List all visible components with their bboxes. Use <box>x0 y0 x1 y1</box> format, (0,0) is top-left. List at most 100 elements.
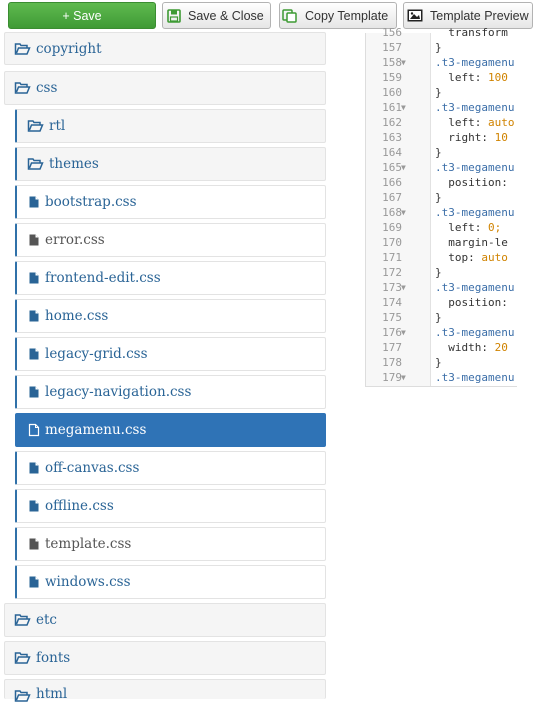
tree-file-off-canvas[interactable]: off-canvas.css <box>15 451 326 485</box>
file-icon <box>29 272 39 284</box>
tree-folder-copyright[interactable]: copyright <box>4 32 326 65</box>
code-text: .t3-megamenu <box>435 371 515 384</box>
line-number: 174 <box>382 296 402 309</box>
line-number: 166 <box>382 176 402 189</box>
tree-file-legacy-grid[interactable]: legacy-grid.css <box>15 337 326 371</box>
code-line: 167} <box>366 190 517 205</box>
tree-file-template[interactable]: template.css <box>15 527 326 561</box>
tree-item-label: copyright <box>36 40 102 57</box>
code-line: 169 left: 0; <box>366 220 517 235</box>
folder-open-icon <box>14 652 31 664</box>
tree-file-windows[interactable]: windows.css <box>15 565 326 599</box>
tree-item-label: offline.css <box>45 498 114 514</box>
tree-file-legacy-navigation[interactable]: legacy-navigation.css <box>15 375 326 409</box>
file-icon <box>29 196 39 208</box>
fold-arrow-icon[interactable]: ▼ <box>401 328 406 337</box>
file-icon <box>28 423 40 437</box>
code-line: 172} <box>366 265 517 280</box>
fold-arrow-icon[interactable]: ▼ <box>401 208 406 217</box>
line-number: 176 <box>382 326 402 339</box>
code-text: position: <box>435 176 508 189</box>
tree-folder-etc[interactable]: etc <box>4 603 326 637</box>
fold-arrow-icon[interactable]: ▼ <box>401 58 406 67</box>
code-text: transform <box>435 26 508 39</box>
tree-file-bootstrap[interactable]: bootstrap.css <box>15 185 326 219</box>
tree-file-offline[interactable]: offline.css <box>15 489 326 523</box>
tree-item-label: css <box>36 80 58 96</box>
tree-item-label: home.css <box>45 308 109 324</box>
code-text: width: 20 <box>435 341 508 354</box>
code-line: 168▼.t3-megamenu <box>366 205 517 220</box>
tree-item-label: bootstrap.css <box>45 194 137 210</box>
code-text: } <box>435 191 442 204</box>
file-icon <box>29 386 39 398</box>
line-number: 173 <box>382 281 402 294</box>
tree-folder-rtl[interactable]: rtl <box>15 109 326 143</box>
line-number: 159 <box>382 71 402 84</box>
line-number: 161 <box>382 101 402 114</box>
save-close-button[interactable]: Save & Close <box>162 2 271 29</box>
code-text: } <box>435 86 442 99</box>
code-text: .t3-megamenu <box>435 281 515 294</box>
folder-open-icon <box>14 42 31 55</box>
tree-folder-themes[interactable]: themes <box>15 147 326 181</box>
code-text: } <box>435 311 442 324</box>
code-line: 160} <box>366 85 517 100</box>
code-line: 158▼.t3-megamenu <box>366 55 517 70</box>
code-line: 165▼.t3-megamenu <box>366 160 517 175</box>
line-number: 157 <box>382 41 402 54</box>
copy-template-button[interactable]: Copy Template <box>279 2 397 29</box>
tree-file-error[interactable]: error.css <box>15 223 326 257</box>
toolbar: + Save Save & Close Copy Template Templa… <box>0 0 533 33</box>
code-text: } <box>435 41 442 54</box>
template-preview-label: Template Preview <box>430 8 529 23</box>
tree-item-label: legacy-grid.css <box>45 346 148 362</box>
fold-arrow-icon[interactable]: ▼ <box>401 283 406 292</box>
save-label: + Save <box>62 8 102 23</box>
tree-item-label: megamenu.css <box>45 422 147 438</box>
tree-file-megamenu[interactable]: megamenu.css <box>15 413 326 447</box>
code-text: .t3-megamenu <box>435 206 515 219</box>
tree-file-frontend-edit[interactable]: frontend-edit.css <box>15 261 326 295</box>
line-number: 163 <box>382 131 402 144</box>
code-line: 173▼ .t3-megamenu <box>366 280 517 295</box>
tree-file-home[interactable]: home.css <box>15 299 326 333</box>
code-text: position: <box>435 296 508 309</box>
code-text: right: 10 <box>435 131 508 144</box>
tree-folder-html[interactable]: html <box>4 679 326 702</box>
save-button[interactable]: + Save <box>8 2 156 29</box>
code-line: 171 top: auto <box>366 250 517 265</box>
fold-arrow-icon[interactable]: ▼ <box>401 103 406 112</box>
code-text: left: 100 <box>435 71 508 84</box>
file-icon <box>29 462 39 474</box>
folder-open-icon <box>14 82 31 94</box>
code-line: 164} <box>366 145 517 160</box>
editor-gutter <box>366 33 431 386</box>
copy-icon <box>282 8 297 23</box>
tree-folder-css[interactable]: css <box>4 71 326 105</box>
code-line: 179▼ .t3-megamenu <box>366 370 517 385</box>
code-text: .t3-megamenu <box>435 56 515 69</box>
line-number: 171 <box>382 251 402 264</box>
code-text: } <box>435 266 442 279</box>
code-text: left: 0; <box>435 221 502 234</box>
code-line: 175} <box>366 310 517 325</box>
code-line: 170 margin-le <box>366 235 517 250</box>
line-number: 179 <box>382 371 402 384</box>
code-text: margin-le <box>435 236 508 249</box>
line-number: 170 <box>382 236 402 249</box>
code-line: 177 width: 20 <box>366 340 517 355</box>
tree-item-label: legacy-navigation.css <box>45 384 192 400</box>
code-text: .t3-megamenu <box>435 101 515 114</box>
file-icon <box>29 500 39 512</box>
line-number: 164 <box>382 146 402 159</box>
tree-item-label: template.css <box>45 536 132 552</box>
code-line: 161▼ .t3-megamenu <box>366 100 517 115</box>
folder-open-icon <box>27 120 44 132</box>
line-number: 156 <box>382 26 402 39</box>
file-icon <box>29 348 39 360</box>
fold-arrow-icon[interactable]: ▼ <box>401 163 406 172</box>
tree-folder-fonts[interactable]: fonts <box>4 641 326 675</box>
fold-arrow-icon[interactable]: ▼ <box>401 373 406 382</box>
